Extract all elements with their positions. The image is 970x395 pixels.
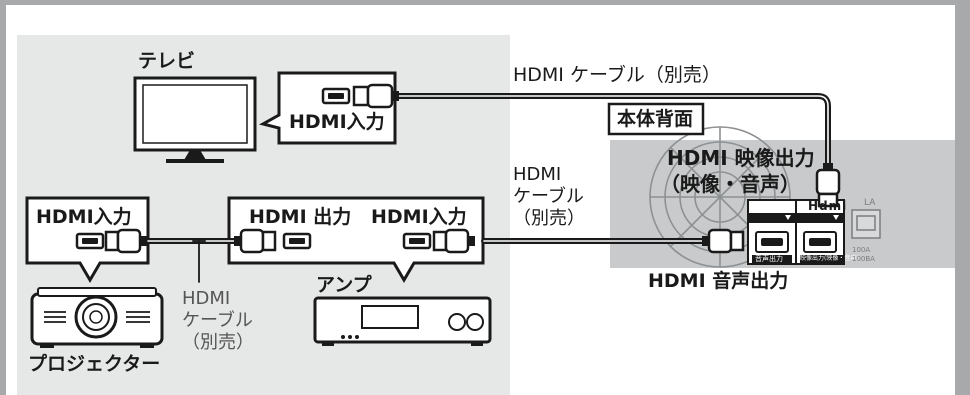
tv-label: テレビ (138, 50, 196, 72)
projector-label: プロジェクター (28, 353, 161, 375)
plug-projector-icon (75, 228, 147, 254)
video-output-label: HDMI 映像出力 (667, 146, 815, 170)
lan-label: LA (864, 198, 876, 208)
tv-input-label: HDMI入力 (289, 111, 385, 133)
hdmi-port-audio-icon (752, 231, 792, 264)
cable-bottom-label: HDMI ケーブル （別売） (182, 288, 254, 353)
audio-output-label: HDMI 音声出力 (648, 270, 789, 292)
plug-tv-input-icon (321, 83, 399, 109)
video-port-label: 映像出力(映像・音声) (800, 255, 859, 262)
projector-icon (30, 287, 164, 348)
audio-port-label: 音声出力 (755, 255, 783, 263)
top-frame-bar (0, 0, 970, 5)
plug-unit-video-icon (815, 163, 841, 208)
left-frame-bar (0, 0, 6, 395)
right-frame-bar (955, 0, 970, 395)
amp-output-label: HDMI 出力 (249, 206, 352, 228)
amplifier-icon (313, 296, 492, 346)
video-output-sub-label: （映像・音声） (660, 172, 800, 196)
tv-icon (133, 76, 257, 163)
plug-amp-output-icon (234, 228, 312, 254)
rating-label: 100A 100BA (852, 246, 875, 263)
cable-top-label: HDMI ケーブル（別売） (513, 64, 721, 86)
lan-port-icon (851, 209, 881, 239)
amp-callout-box (227, 196, 485, 283)
plug-unit-audio-icon (702, 228, 745, 254)
amp-label: アンプ (316, 274, 372, 296)
projector-input-label: HDMI入力 (36, 206, 132, 228)
amp-input-label: HDMI入力 (371, 206, 467, 228)
hdmi-logo: Hdmi (808, 199, 848, 213)
hdmi-port-video-icon (800, 231, 844, 264)
unit-back-label: 本体背面 (617, 108, 694, 130)
unit-back-panel (610, 126, 955, 268)
plug-amp-input-icon (402, 228, 475, 254)
unit-back-label-box (607, 102, 705, 136)
cable-mid-label: HDMI ケーブル （別売） (513, 164, 585, 229)
